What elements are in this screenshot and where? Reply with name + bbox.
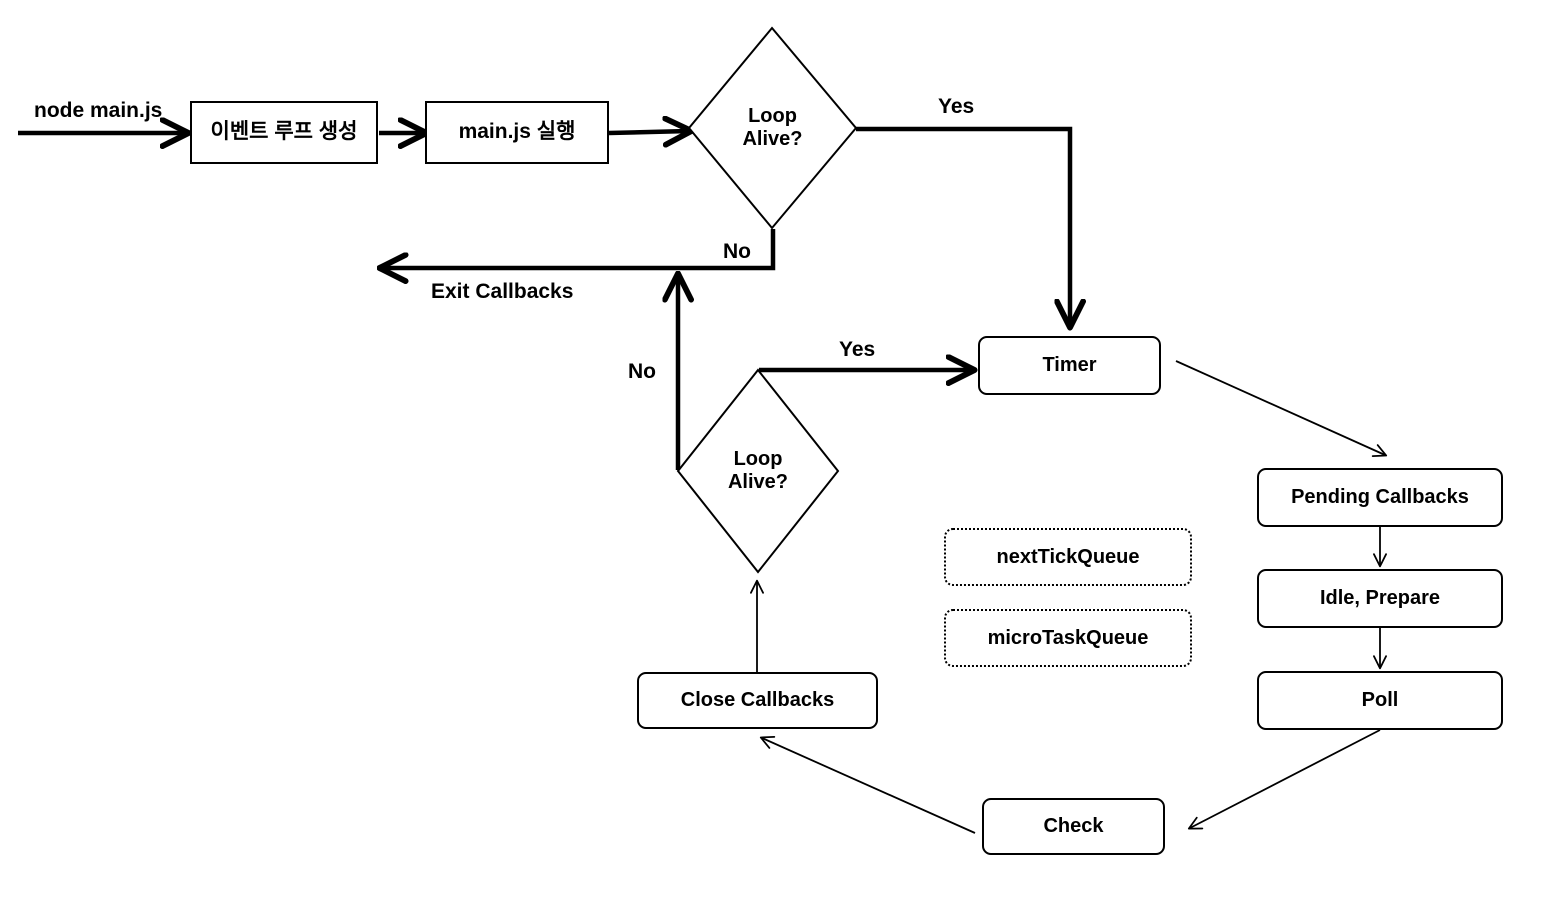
- node-check: Check: [982, 798, 1165, 855]
- edge-top-yes-to-timer: [856, 126, 1070, 325]
- edge-label-exit-callbacks: Exit Callbacks: [431, 280, 574, 303]
- node-next-tick-queue: nextTickQueue: [944, 528, 1192, 586]
- decision-loop-alive-top-shape: [687, 26, 858, 230]
- edge-label-start-command: node main.js: [34, 99, 163, 122]
- edge-check-to-close: [759, 735, 976, 834]
- node-close-callbacks: Close Callbacks: [637, 672, 878, 729]
- edge-label-bottom-yes: Yes: [839, 338, 876, 361]
- edge-poll-to-check: [1187, 729, 1381, 830]
- node-event-loop-create: 이벤트 루프 생성: [190, 101, 378, 164]
- decision-loop-alive-bottom-shape: [676, 368, 840, 574]
- edge-label-bottom-no: No: [628, 360, 656, 383]
- edge-label-top-yes: Yes: [938, 95, 975, 118]
- node-pending-callbacks: Pending Callbacks: [1257, 468, 1503, 527]
- node-idle-prepare: Idle, Prepare: [1257, 569, 1503, 628]
- node-main-js-run: main.js 실행: [425, 101, 609, 164]
- edge-top-no-exit-callbacks: [382, 229, 776, 268]
- node-timer: Timer: [978, 336, 1161, 395]
- node-poll: Poll: [1257, 671, 1503, 730]
- edge-timer-to-pending: [1175, 360, 1388, 457]
- edge-main-to-loop-alive-top: [608, 131, 689, 133]
- node-micro-task-queue: microTaskQueue: [944, 609, 1192, 667]
- edge-label-top-no: No: [723, 240, 751, 263]
